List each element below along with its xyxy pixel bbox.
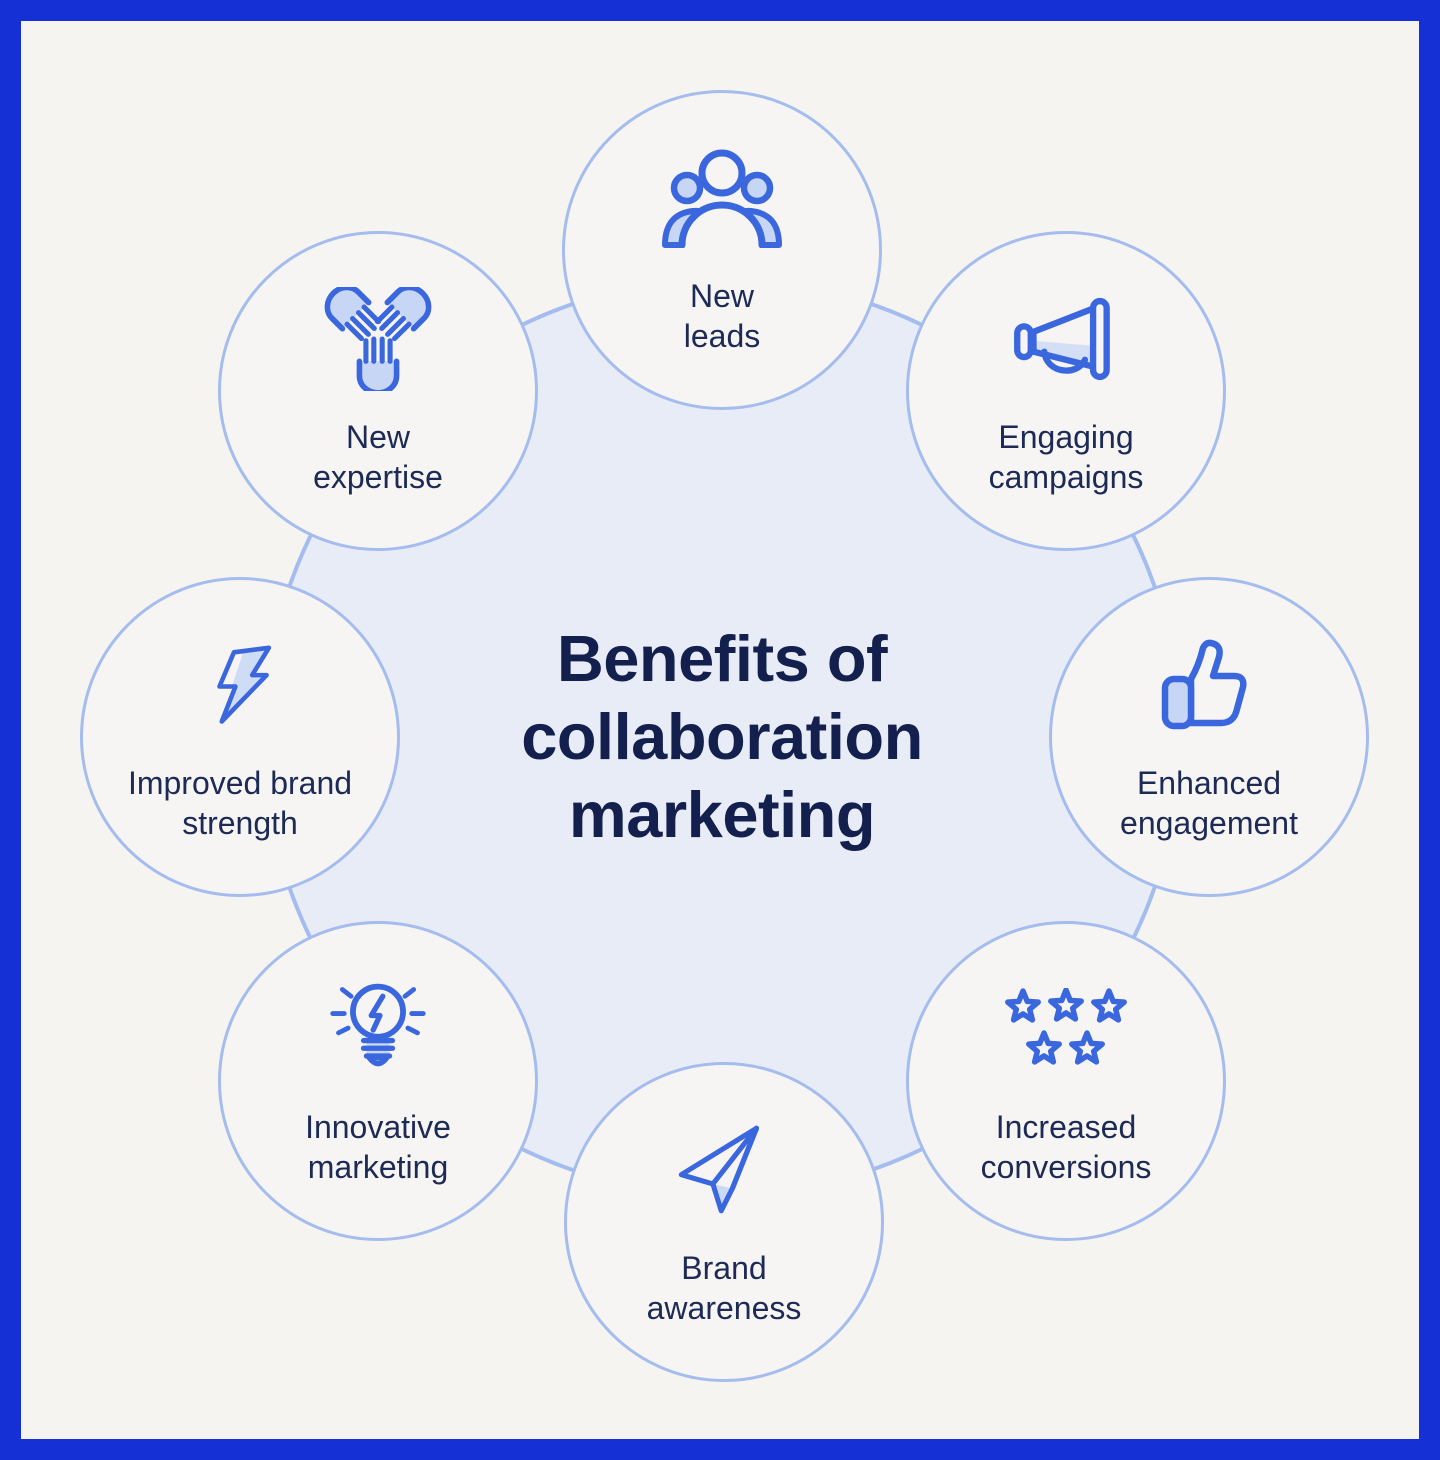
benefit-label-increased-conversions: Increased conversions	[980, 1109, 1152, 1185]
page-title: Benefits of collaboration marketing	[262, 620, 1182, 854]
benefit-label-new-expertise: New expertise	[313, 419, 443, 495]
benefit-circle-increased-conversions: Increased conversions	[906, 921, 1226, 1241]
lightning-bolt-icon	[83, 626, 397, 744]
benefit-label-innovative-marketing: Innovative marketing	[305, 1109, 451, 1185]
title-line-3: marketing	[568, 778, 876, 851]
lightbulb-icon	[221, 970, 535, 1088]
five-stars-icon	[909, 970, 1223, 1088]
benefit-circle-brand-awareness: Brand awareness	[564, 1062, 884, 1382]
benefit-circle-engaging-campaigns: Engaging campaigns	[906, 231, 1226, 551]
benefit-circle-enhanced-engagement: Enhanced engagement	[1049, 577, 1369, 897]
people-group-icon	[565, 139, 879, 257]
megaphone-icon	[909, 280, 1223, 398]
benefit-circle-improved-brand-strength: Improved brand strength	[80, 577, 400, 897]
title-line-2: collaboration	[521, 700, 923, 773]
title-line-1: Benefits of	[556, 622, 888, 695]
hands-together-icon	[221, 280, 535, 398]
thumbs-up-icon	[1052, 626, 1366, 744]
benefit-label-engaging-campaigns: Engaging campaigns	[988, 419, 1144, 495]
benefit-circle-innovative-marketing: Innovative marketing	[218, 921, 538, 1241]
benefit-circle-new-leads: New leads	[562, 90, 882, 410]
benefit-circle-new-expertise: New expertise	[218, 231, 538, 551]
benefit-label-improved-brand-strength: Improved brand strength	[127, 765, 353, 841]
benefit-label-brand-awareness: Brand awareness	[646, 1250, 802, 1326]
paper-plane-icon	[567, 1111, 881, 1229]
benefit-label-enhanced-engagement: Enhanced engagement	[1120, 765, 1298, 841]
benefit-label-new-leads: New leads	[683, 278, 761, 354]
